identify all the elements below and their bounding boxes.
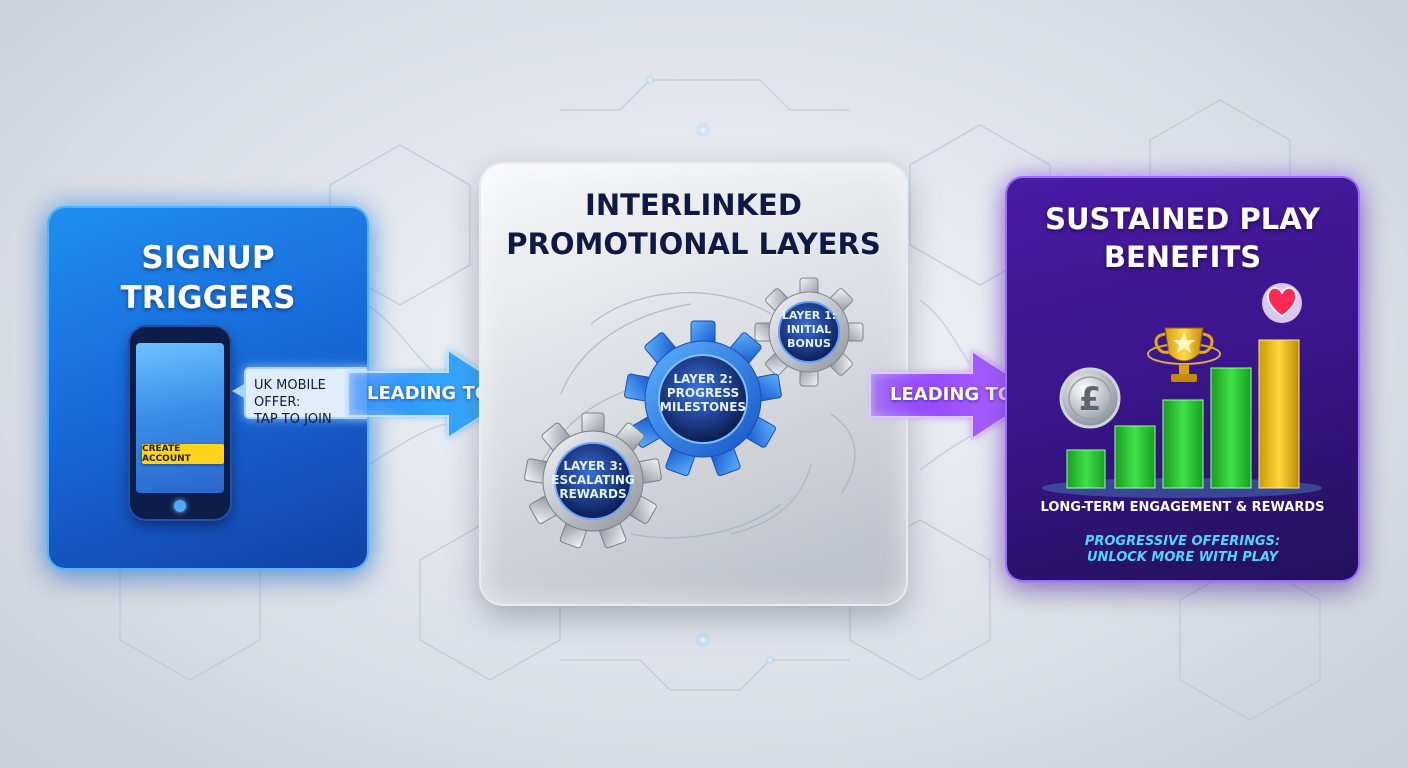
benefits-caption: LONG-TERM ENGAGEMENT & REWARDS bbox=[1040, 500, 1325, 515]
pound-coin-icon: £ bbox=[1059, 367, 1121, 429]
phone-home-button-icon bbox=[174, 500, 186, 512]
signup-title-line2: TRIGGERS bbox=[120, 280, 296, 316]
offer-line1: UK MOBILE OFFER: bbox=[254, 378, 326, 410]
trophy-icon bbox=[1147, 327, 1221, 382]
layer1-line3: BONUS bbox=[787, 337, 831, 350]
growth-bars-graphic: £ bbox=[1042, 283, 1322, 498]
layer1-line2: INITIAL bbox=[786, 323, 832, 336]
gear-icon bbox=[624, 320, 782, 477]
layer2-line1: LAYER 2: bbox=[673, 372, 733, 386]
layer2-label: LAYER 2: PROGRESS MILESTONES bbox=[623, 372, 783, 414]
layer3-line2: ESCALATING bbox=[551, 473, 635, 487]
signup-triggers-panel: SIGNUP TRIGGERS CREATE ACCOUNT UK MOBILE… bbox=[49, 208, 367, 568]
layers-title: INTERLINKED PROMOTIONAL LAYERS bbox=[481, 186, 906, 264]
arrow-right-icon bbox=[869, 349, 1042, 441]
benefits-title: SUSTAINED PLAY BENEFITS bbox=[1007, 200, 1358, 276]
offer-bubble: UK MOBILE OFFER: TAP TO JOIN bbox=[232, 367, 367, 427]
layer3-line3: REWARDS bbox=[559, 487, 627, 501]
layer1-label: LAYER 1: INITIAL BONUS bbox=[753, 309, 865, 351]
bar-2 bbox=[1114, 425, 1156, 489]
layer3-line1: LAYER 3: bbox=[563, 459, 623, 473]
signup-title: SIGNUP TRIGGERS bbox=[49, 238, 367, 318]
layer1-gear: LAYER 1: INITIAL BONUS bbox=[753, 276, 865, 388]
coin-symbol: £ bbox=[1079, 380, 1101, 418]
layer1-line1: LAYER 1: bbox=[781, 309, 837, 322]
heart-icon bbox=[1262, 283, 1302, 323]
create-account-button[interactable]: CREATE ACCOUNT bbox=[142, 444, 224, 464]
arrow-label-2: LEADING TO bbox=[890, 384, 1014, 405]
signup-title-line1: SIGNUP bbox=[141, 240, 275, 276]
offer-line2: TAP TO JOIN bbox=[254, 412, 332, 427]
benefits-sub-line1: PROGRESSIVE OFFERINGS: bbox=[1084, 534, 1281, 549]
layer3-label: LAYER 3: ESCALATING REWARDS bbox=[523, 459, 663, 501]
layer2-gear: LAYER 2: PROGRESS MILESTONES bbox=[623, 319, 783, 479]
benefits-subtitle: PROGRESSIVE OFFERINGS: UNLOCK MORE WITH … bbox=[1007, 534, 1358, 566]
sustained-play-panel: SUSTAINED PLAY BENEFITS bbox=[1007, 178, 1358, 580]
gear-icon bbox=[524, 412, 662, 549]
promotional-layers-panel: INTERLINKED PROMOTIONAL LAYERS bbox=[481, 164, 906, 604]
bar-4 bbox=[1210, 367, 1252, 489]
benefits-title-line1: SUSTAINED PLAY bbox=[1045, 202, 1320, 236]
benefits-sub-line2: UNLOCK MORE WITH PLAY bbox=[1086, 550, 1279, 565]
layer3-gear: LAYER 3: ESCALATING REWARDS bbox=[523, 411, 663, 551]
layers-title-line2: PROMOTIONAL LAYERS bbox=[506, 227, 881, 261]
gear-icon bbox=[754, 277, 864, 387]
bar-1 bbox=[1066, 449, 1106, 489]
layer2-line3: MILESTONES bbox=[659, 400, 747, 414]
bar-5 bbox=[1258, 339, 1300, 489]
phone-icon bbox=[130, 327, 230, 519]
arrow-label-1: LEADING TO bbox=[367, 383, 491, 404]
benefits-title-line2: BENEFITS bbox=[1103, 240, 1262, 274]
layers-title-line1: INTERLINKED bbox=[585, 188, 802, 222]
bar-3 bbox=[1162, 399, 1204, 489]
phone-screen bbox=[136, 343, 224, 493]
layer2-line2: PROGRESS bbox=[666, 386, 740, 400]
